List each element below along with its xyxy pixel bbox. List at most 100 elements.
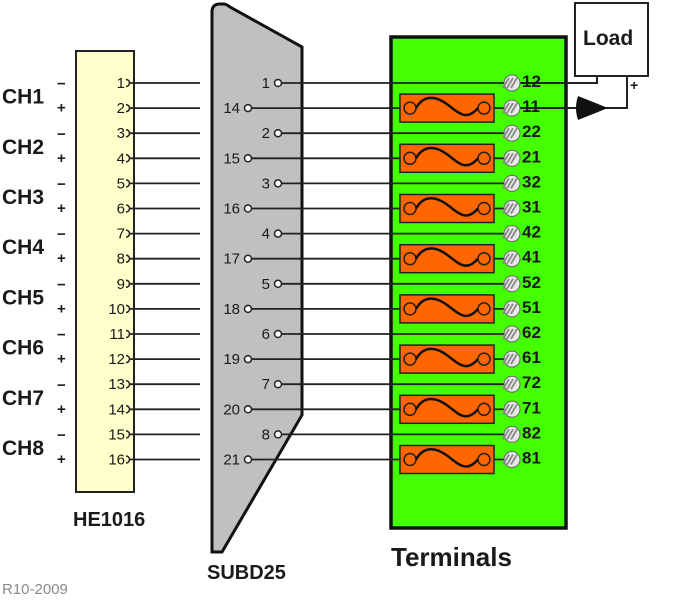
screw-hatch: [506, 203, 514, 214]
terminal-number: 31: [522, 198, 541, 217]
screw-hatch: [506, 328, 514, 340]
load-label: Load: [583, 27, 633, 50]
subd25-pin-number: 17: [223, 251, 240, 268]
screw-hatch: [510, 228, 518, 240]
screw-hatch: [502, 152, 510, 164]
subd25-pin-number: 19: [223, 351, 240, 368]
subd25-pin-number: 14: [223, 100, 240, 117]
screw-hatch: [506, 303, 514, 315]
pin-hook-icon: [125, 430, 131, 439]
channel-label: CH1: [2, 86, 44, 109]
terminal-number: 72: [522, 373, 541, 392]
screw-hatch: [510, 454, 518, 465]
subd25-pin-number: 7: [262, 376, 270, 393]
channel-label: CH3: [2, 186, 44, 209]
relay-module: [399, 243, 495, 274]
relay-module: [399, 444, 495, 475]
screw-hatch: [510, 203, 518, 214]
subd25-pin-icon: [243, 154, 253, 163]
screw-hatch: [502, 77, 510, 89]
subd25-pin-number: 8: [262, 426, 270, 443]
screw-hatch: [502, 403, 510, 415]
terminal-number: 42: [522, 223, 541, 242]
screw-hatch: [502, 228, 510, 240]
relay-module: [399, 143, 495, 174]
relay-switch-icon: [414, 247, 479, 267]
screw-hatch: [506, 177, 514, 189]
subd25-pin-icon: [273, 179, 283, 188]
pin-hook-icon: [125, 179, 131, 188]
subd25-pin-number: 6: [262, 326, 270, 343]
channel-plus-sign: +: [57, 451, 66, 468]
screw-hatch: [506, 378, 514, 390]
subd25-pin-number: 1: [262, 75, 270, 92]
he1016-pin-number: 3: [117, 125, 125, 142]
screw-hatch: [510, 403, 518, 415]
load-plus-wire: [505, 76, 628, 109]
screw-hatch: [510, 378, 518, 390]
pin-hook-icon: [125, 379, 131, 389]
screw-hatch: [506, 353, 514, 365]
terminal-number: 41: [522, 248, 541, 267]
pin-hook-icon: [125, 455, 131, 464]
subd25-pin-icon: [273, 430, 283, 439]
subd25-pin-icon: [273, 128, 283, 138]
he1016-pin-number: 13: [108, 376, 125, 393]
channel-label: CH7: [2, 387, 44, 410]
screw-hatch: [510, 353, 518, 365]
channel-minus-sign: −: [57, 76, 66, 93]
relay-switch-icon: [414, 347, 479, 368]
terminal-number: 71: [522, 398, 541, 417]
channel-plus-sign: +: [57, 200, 66, 217]
channel-minus-sign: −: [57, 377, 66, 394]
screw-hatch: [510, 102, 518, 114]
channel-plus-sign: +: [57, 150, 66, 167]
channel-minus-sign: −: [57, 126, 66, 143]
channel-plus-sign: +: [57, 351, 66, 368]
terminal-number: 61: [522, 348, 541, 367]
pin-hook-icon: [125, 204, 131, 213]
screw-hatch: [502, 378, 510, 390]
screw-hatch: [510, 152, 518, 164]
terminal-number: 32: [522, 172, 541, 191]
screw-hatch: [510, 303, 518, 315]
terminal-number: 81: [522, 449, 541, 468]
screw-hatch: [510, 328, 518, 340]
subd25-pin-icon: [243, 103, 253, 113]
pin-hook-icon: [125, 354, 131, 364]
channel-plus-sign: +: [57, 300, 66, 317]
screw-hatch: [506, 428, 514, 440]
he1016-pin-number: 2: [117, 100, 125, 117]
he1016-pin-number: 12: [108, 351, 125, 368]
he1016-pin-number: 9: [117, 276, 125, 293]
channel-plus-sign: +: [57, 401, 66, 418]
screw-hatch: [506, 127, 514, 139]
screw-hatch: [506, 152, 514, 164]
relay-module: [399, 93, 495, 123]
current-arrow-icon: [576, 96, 608, 120]
he1016-connector: [75, 50, 135, 493]
he1016-pin-number: 10: [108, 301, 125, 318]
subd25-pin-icon: [243, 455, 253, 464]
screw-hatch: [502, 303, 510, 315]
relay-switch-icon: [414, 297, 479, 318]
terminal-number: 22: [522, 122, 541, 141]
channel-label: CH4: [2, 236, 44, 259]
he1016-pin-number: 5: [117, 175, 125, 192]
screw-hatch: [502, 127, 510, 139]
pin-hook-icon: [125, 78, 131, 88]
relay-switch-icon: [414, 448, 479, 468]
subd25-pin-icon: [273, 279, 283, 289]
screw-hatch: [510, 127, 518, 139]
load-minus-wire: [505, 76, 598, 84]
load-box: [574, 2, 649, 77]
pin-hook-icon: [125, 329, 131, 339]
pin-hook-icon: [125, 304, 131, 314]
relay-module: [399, 394, 495, 425]
terminals-label: Terminals: [391, 542, 512, 572]
screw-hatch: [510, 177, 518, 189]
he1016-pin-number: 4: [117, 150, 125, 167]
channel-minus-sign: −: [57, 276, 66, 293]
he1016-pin-number: 15: [108, 426, 125, 443]
